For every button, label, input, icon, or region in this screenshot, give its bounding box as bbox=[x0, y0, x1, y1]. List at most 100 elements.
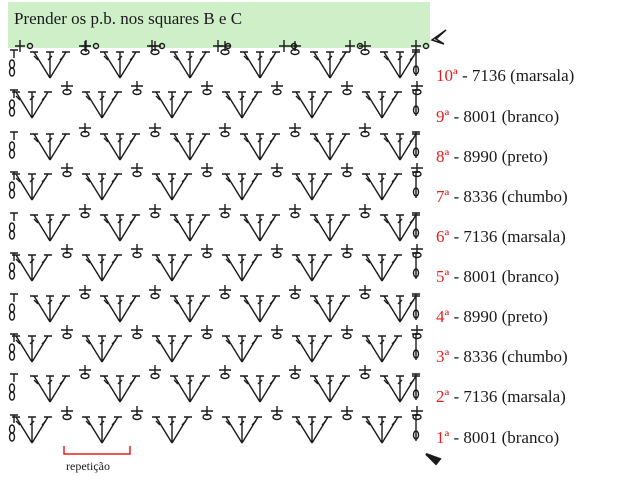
sc-stitch bbox=[201, 406, 213, 416]
dc-crossbar bbox=[295, 258, 327, 264]
edge-chain bbox=[8, 149, 16, 159]
slip-stitch bbox=[411, 40, 421, 52]
edge-sc bbox=[10, 171, 18, 180]
dc-crossbar bbox=[33, 218, 65, 224]
dc-fan-stitch bbox=[85, 173, 119, 201]
sc-stitch bbox=[219, 365, 231, 375]
row-number: 10ª bbox=[436, 66, 458, 85]
sc-stitch bbox=[341, 81, 353, 91]
sc-stitch bbox=[79, 365, 91, 375]
dc-fan-stitch bbox=[243, 214, 277, 242]
dc-crossbar bbox=[85, 339, 117, 345]
edge-chain bbox=[8, 311, 16, 321]
sc-stitch bbox=[61, 325, 73, 335]
sc-stitch bbox=[61, 163, 73, 173]
edge-dc bbox=[412, 252, 420, 279]
dc-fan-stitch bbox=[103, 375, 137, 403]
dc-crossbar bbox=[15, 420, 47, 426]
dc-fan-stitch bbox=[313, 51, 347, 79]
sc-stitch bbox=[289, 365, 301, 375]
dc-crossbar bbox=[243, 55, 275, 61]
dc-fan-stitch bbox=[103, 214, 137, 242]
dc-fan-stitch bbox=[173, 133, 207, 161]
sc-stitch bbox=[201, 81, 213, 91]
sc-stitch bbox=[341, 406, 353, 416]
row-label: 7ª - 8336 (chumbo) bbox=[436, 187, 568, 207]
dc-crossbar bbox=[15, 339, 47, 345]
edge-sc bbox=[10, 252, 18, 261]
dc-crossbar bbox=[225, 177, 257, 183]
sc-stitch bbox=[201, 325, 213, 335]
dc-crossbar bbox=[103, 379, 135, 385]
sc-stitch bbox=[341, 325, 353, 335]
slip-chain bbox=[356, 42, 364, 50]
sc-stitch bbox=[219, 204, 231, 214]
dc-crossbar bbox=[295, 420, 327, 426]
sc-stitch bbox=[79, 204, 91, 214]
dc-fan-stitch bbox=[85, 91, 119, 119]
dc-fan-stitch bbox=[225, 254, 259, 282]
dc-fan-stitch bbox=[85, 335, 119, 363]
sc-stitch bbox=[341, 244, 353, 254]
dc-crossbar bbox=[313, 379, 345, 385]
slip-stitch bbox=[81, 40, 91, 52]
sc-stitch bbox=[131, 81, 143, 91]
dc-fan-stitch bbox=[295, 254, 329, 282]
sc-stitch bbox=[271, 81, 283, 91]
dc-fan-stitch bbox=[33, 375, 67, 403]
dc-fan-stitch bbox=[15, 335, 49, 363]
row-number: 2ª bbox=[436, 387, 450, 406]
dc-fan-stitch bbox=[33, 133, 67, 161]
dc-crossbar bbox=[383, 379, 415, 385]
dc-crossbar bbox=[365, 258, 397, 264]
dc-fan-stitch bbox=[243, 375, 277, 403]
sc-stitch bbox=[219, 123, 231, 133]
edge-chain bbox=[8, 383, 16, 393]
sc-stitch bbox=[271, 406, 283, 416]
slip-stitch bbox=[213, 40, 223, 52]
edge-dc bbox=[412, 131, 420, 158]
dc-fan-stitch bbox=[173, 375, 207, 403]
dc-crossbar bbox=[225, 420, 257, 426]
sc-stitch bbox=[219, 285, 231, 295]
dc-fan-stitch bbox=[383, 51, 417, 79]
dc-crossbar bbox=[103, 55, 135, 61]
edge-sc bbox=[10, 49, 18, 58]
row-label: 8ª - 8990 (preto) bbox=[436, 147, 548, 167]
row-label: 5ª - 8001 (branco) bbox=[436, 267, 559, 287]
dc-fan-stitch bbox=[173, 51, 207, 79]
row-label: 4ª - 8990 (preto) bbox=[436, 307, 548, 327]
edge-chain bbox=[8, 351, 16, 361]
edge-sc bbox=[10, 212, 18, 221]
edge-chain bbox=[8, 59, 16, 69]
dc-crossbar bbox=[365, 95, 397, 101]
sc-stitch bbox=[271, 244, 283, 254]
edge-chain bbox=[8, 391, 16, 401]
row-number: 1ª bbox=[436, 428, 450, 447]
dc-crossbar bbox=[15, 95, 47, 101]
instruction-text: Prender os p.b. nos squares B e C bbox=[14, 9, 243, 28]
row-number: 6ª bbox=[436, 227, 450, 246]
dc-crossbar bbox=[243, 379, 275, 385]
slip-chain bbox=[26, 42, 34, 50]
dc-crossbar bbox=[173, 299, 205, 305]
dc-fan-stitch bbox=[225, 91, 259, 119]
sc-stitch bbox=[61, 406, 73, 416]
dc-crossbar bbox=[365, 177, 397, 183]
arrowhead-end-icon bbox=[430, 29, 447, 45]
row-number: 9ª bbox=[436, 107, 450, 126]
dc-fan-stitch bbox=[155, 254, 189, 282]
dc-crossbar bbox=[33, 55, 65, 61]
edge-chain bbox=[8, 99, 16, 109]
dc-fan-stitch bbox=[313, 375, 347, 403]
sc-stitch bbox=[149, 204, 161, 214]
row-number: 5ª bbox=[436, 267, 450, 286]
row-label: 6ª - 7136 (marsala) bbox=[436, 227, 566, 247]
row-color-code: - 7136 (marsala) bbox=[449, 227, 566, 246]
dc-fan-stitch bbox=[15, 254, 49, 282]
edge-dc bbox=[412, 333, 420, 360]
dc-fan-stitch bbox=[365, 254, 399, 282]
edge-chain bbox=[8, 107, 16, 117]
row-label: 2ª - 7136 (marsala) bbox=[436, 387, 566, 407]
sc-stitch bbox=[61, 81, 73, 91]
